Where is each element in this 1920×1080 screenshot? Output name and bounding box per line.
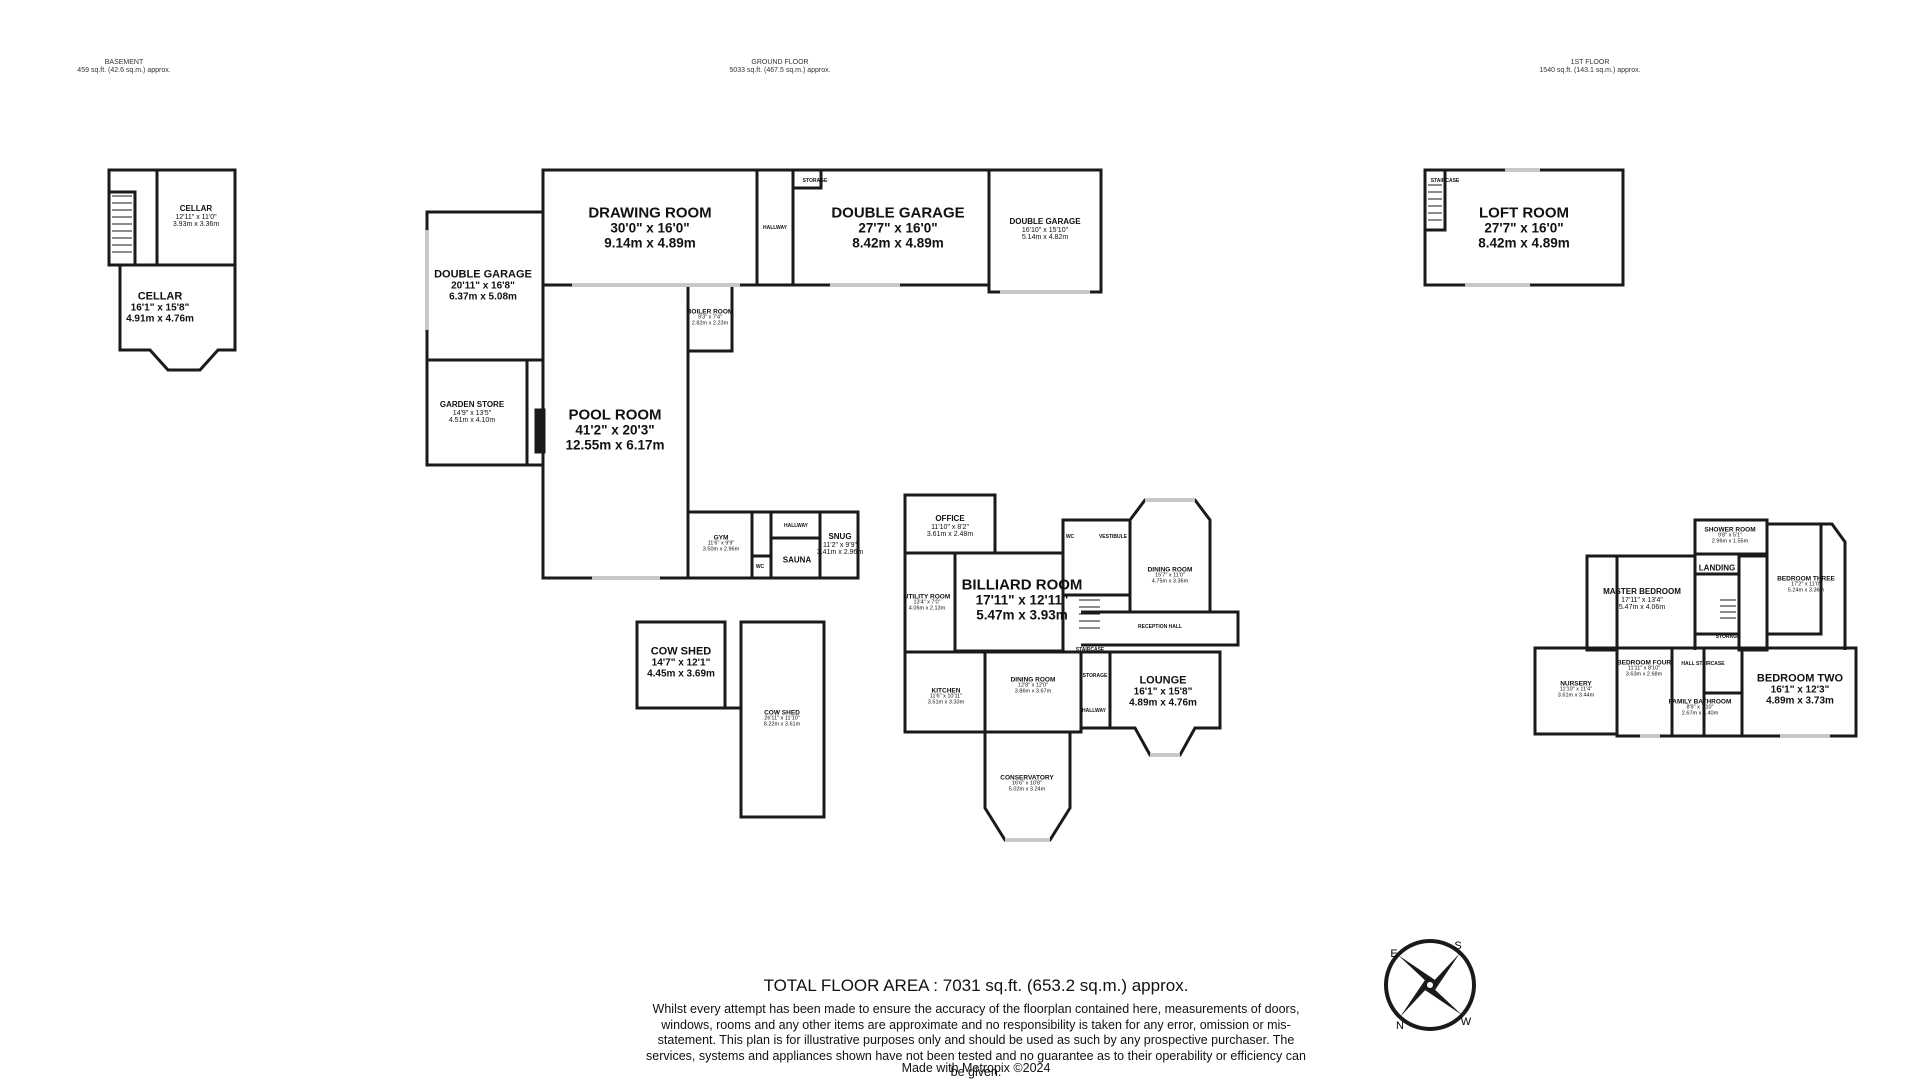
- label-wc-b: WC: [1065, 534, 1075, 540]
- compass-e: E: [1390, 948, 1397, 960]
- label-landing: LANDING: [1698, 563, 1736, 573]
- label-sauna: SAUNA: [782, 555, 812, 565]
- compass-n: N: [1396, 1020, 1404, 1032]
- first-floor-header: 1ST FLOOR 1540 sq.ft. (143.1 sq.m.) appr…: [1539, 59, 1640, 75]
- label-hallway-a: HALLWAY: [763, 225, 787, 231]
- first-floor-title: 1ST FLOOR: [1570, 59, 1610, 66]
- basement-title: BASEMENT: [104, 59, 144, 66]
- basement-area: 459 sq.ft. (42.6 sq.m.) approx.: [77, 67, 171, 75]
- label-wc-a: WC: [755, 564, 765, 570]
- label-vestibule: VESTIBULE: [1098, 534, 1128, 540]
- credit-text: Made with Metropix ©2024: [901, 1061, 1051, 1075]
- basement-walls: [107, 168, 237, 372]
- label-storage-c: STORAGE: [1715, 634, 1741, 640]
- first-floor-walls: [1423, 168, 1858, 738]
- ground-floor-header: GROUND FLOOR 5033 sq.ft. (467.5 sq.m.) a…: [729, 59, 830, 75]
- ground-floor-walls: [425, 168, 1240, 842]
- ground-floor-title: GROUND FLOOR: [751, 59, 809, 66]
- label-staircase-a: STAIRCASE: [1075, 647, 1105, 653]
- basement-header: BASEMENT 459 sq.ft. (42.6 sq.m.) approx.: [77, 59, 170, 75]
- label-storage-a: STORAGE: [802, 178, 828, 184]
- first-floor-area: 1540 sq.ft. (143.1 sq.m.) approx.: [1539, 67, 1641, 75]
- compass-s: S: [1454, 940, 1461, 952]
- ground-floor-area: 5033 sq.ft. (467.5 sq.m.) approx.: [729, 67, 831, 75]
- total-floor-area: TOTAL FLOOR AREA : 7031 sq.ft. (653.2 sq…: [763, 976, 1189, 995]
- label-staircase-b: STAIRCASE: [1430, 178, 1460, 184]
- label-hall-staircase: HALL STAIRCASE: [1681, 661, 1725, 667]
- disclaimer-text: Whilst every attempt has been made to en…: [646, 1002, 1306, 1079]
- label-storage-b: STORAGE: [1082, 673, 1108, 679]
- label-hallway-c: HALLWAY: [1082, 708, 1106, 714]
- label-reception-hall: RECEPTION HALL: [1138, 624, 1182, 630]
- label-hallway-b: HALLWAY: [784, 523, 808, 529]
- compass-w: W: [1461, 1016, 1472, 1028]
- compass-icon: S N E W: [1384, 939, 1476, 1032]
